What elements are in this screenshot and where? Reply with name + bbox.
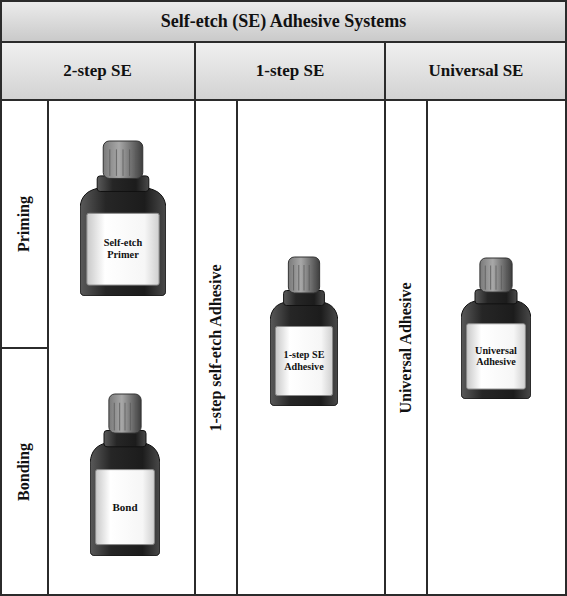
bottle-drawing [80, 140, 166, 296]
bottle-cap [480, 258, 512, 292]
bottle-label-text: 1-step SE Adhesive [278, 349, 329, 372]
cap-ridge [298, 265, 299, 291]
cap-ridge [129, 149, 130, 176]
cap-ridge [135, 403, 136, 431]
bottle-label [275, 327, 332, 396]
column-header: Universal SE [385, 42, 567, 100]
bottle-drawing [90, 393, 160, 556]
label-area: Universal Adhesive [470, 326, 523, 387]
vertical-label-cell: Universal Adhesive [385, 100, 427, 596]
row-line [0, 41, 567, 43]
cap-ridge [119, 403, 120, 431]
column-title: 1-step SE [256, 61, 324, 81]
label-area: 1-step SE Adhesive [278, 329, 329, 394]
bottle-drawing [270, 256, 338, 406]
column-header: 2-step SE [0, 42, 195, 100]
bottle-label-text: Universal Adhesive [470, 345, 523, 368]
title-band [1, 1, 566, 42]
cap-ridge [114, 403, 115, 431]
cap-ridge [109, 149, 110, 176]
cap-ridge [130, 403, 131, 431]
column-line [426, 100, 428, 596]
label-area: Bond [99, 472, 152, 543]
row-label: Priming [15, 196, 33, 252]
adhesive-bottle: 1-step SE Adhesive [270, 256, 338, 406]
row-label: Bonding [15, 443, 33, 501]
cap-ridge [309, 265, 310, 291]
cap-ridge [136, 149, 137, 176]
column-line [194, 42, 196, 596]
cap-ridge [506, 266, 507, 290]
column-line [384, 42, 386, 596]
bottle-cap [109, 394, 141, 433]
cap-ridge [490, 266, 491, 290]
label-area: Self-etch Primer [90, 215, 156, 283]
bottle-label-text: Bond [112, 501, 137, 514]
vertical-label-cell: Priming [0, 100, 48, 348]
row-label: 1-step self-etch Adhesive [207, 264, 225, 431]
cap-ridge [485, 266, 486, 290]
column-line [236, 100, 238, 596]
row-line [0, 99, 567, 101]
bottle-label [87, 213, 159, 285]
adhesive-bottle: Bond [90, 393, 160, 556]
column-title: Universal SE [429, 61, 524, 81]
header-band [1, 42, 566, 100]
bottle-drawing [461, 257, 531, 399]
bottle-body [90, 444, 160, 556]
cap-ridge [293, 265, 294, 291]
column-title: 2-step SE [63, 61, 131, 81]
bottle-label [467, 324, 526, 389]
cap-ridge [304, 265, 305, 291]
bottle-body [270, 303, 338, 407]
adhesive-bottle: Universal Adhesive [461, 257, 531, 399]
column-header: 1-step SE [195, 42, 385, 100]
bottle-cap [288, 257, 319, 293]
cap-ridge [501, 266, 502, 290]
bottle-cap [103, 141, 143, 178]
cap-ridge [116, 149, 117, 176]
diagram-title: Self-etch (SE) Adhesive Systems [0, 0, 567, 42]
vertical-label-cell: Bonding [0, 348, 48, 596]
bottle-body [80, 188, 166, 296]
cap-ridge [125, 403, 126, 431]
row-label: Universal Adhesive [397, 282, 415, 413]
row-line [0, 347, 48, 349]
cap-ridge [123, 149, 124, 176]
bottle-label-text: Self-etch Primer [90, 237, 156, 261]
cap-ridge [496, 266, 497, 290]
bottle-body [461, 301, 531, 399]
vertical-label-cell: 1-step self-etch Adhesive [195, 100, 237, 596]
bottle-label [96, 470, 155, 545]
adhesive-bottle: Self-etch Primer [80, 140, 166, 296]
cap-ridge [314, 265, 315, 291]
